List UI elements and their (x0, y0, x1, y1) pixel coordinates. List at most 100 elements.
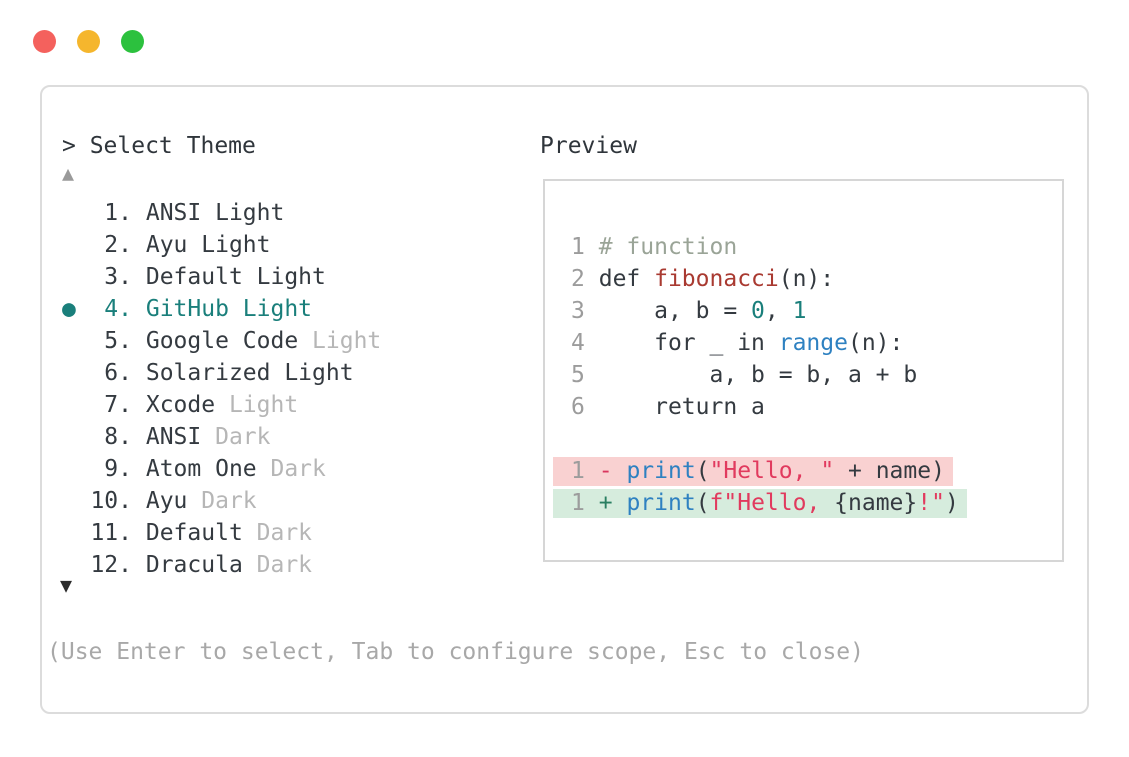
code-token: ( (695, 490, 710, 516)
theme-name: Dracula (145, 552, 243, 578)
theme-name-spacer (132, 360, 146, 386)
theme-name-spacer (132, 392, 146, 418)
theme-suffix: Dark (242, 520, 313, 546)
code-token: + name) (834, 458, 945, 484)
theme-name: Atom One (145, 456, 257, 482)
theme-name: ANSI Light (145, 200, 285, 226)
code-token: !" (917, 490, 945, 516)
code-token: {name} (834, 490, 918, 516)
zoom-button[interactable] (121, 30, 144, 53)
code-token: (n): (778, 266, 835, 292)
code-line: 6 return a (545, 391, 1062, 423)
theme-name-spacer (132, 488, 146, 514)
line-number: 1 (571, 234, 585, 260)
theme-suffix: Dark (187, 488, 257, 514)
code-line: 2 def fibonacci(n): (545, 263, 1062, 295)
theme-list-item[interactable]: 12. Dracula Dark (62, 549, 381, 581)
theme-number: 7. (104, 392, 132, 418)
code-token: range (778, 330, 848, 356)
line-number: 5 (571, 362, 585, 388)
code-token: # function (598, 234, 738, 260)
line-number: 3 (571, 298, 585, 324)
code-line: 4 for _ in range(n): (545, 327, 1062, 359)
theme-name: Ayu (145, 488, 188, 514)
theme-list-item[interactable]: 3. Default Light (62, 261, 381, 293)
preview-label: Preview (540, 133, 637, 159)
theme-list-item[interactable]: ● 4. GitHub Light (62, 293, 381, 325)
code-token: "Hello, " (709, 458, 835, 484)
code-line-content: 2 def fibonacci(n): (553, 265, 842, 294)
theme-name: ANSI (145, 424, 202, 450)
theme-name-spacer (132, 264, 146, 290)
line-number: 1 (571, 490, 585, 516)
theme-name: Solarized Light (145, 360, 354, 386)
theme-name-spacer (132, 328, 146, 354)
code-token: a, b = b, a + b (598, 362, 918, 388)
code-token: a, b = (598, 298, 752, 324)
theme-number: 8. (104, 424, 132, 450)
theme-list-item[interactable]: 2. Ayu Light (62, 229, 381, 261)
code-line: 1 # function (545, 231, 1062, 263)
theme-name-spacer (132, 456, 146, 482)
code-token: (n): (847, 330, 904, 356)
code-line-content: 1 # function (553, 233, 745, 262)
theme-number: 6. (104, 360, 132, 386)
code-line-content (553, 425, 593, 454)
code-line-content: 1 + print(f"Hello, {name}!") (553, 489, 967, 518)
theme-number: 1. (104, 200, 132, 226)
code-line: 5 a, b = b, a + b (545, 359, 1062, 391)
theme-name-spacer (132, 424, 146, 450)
theme-list-item[interactable]: 6. Solarized Light (62, 357, 381, 389)
window-controls (33, 30, 144, 53)
code-line: 1 + print(f"Hello, {name}!") (545, 487, 1062, 519)
scroll-down-icon[interactable]: ▼ (60, 573, 73, 597)
theme-list-item[interactable]: 10. Ayu Dark (62, 485, 381, 517)
theme-name: GitHub Light (145, 296, 313, 322)
theme-suffix: Dark (242, 552, 313, 578)
theme-name-spacer (132, 200, 146, 226)
code-line: 1 - print("Hello, " + name) (545, 455, 1062, 487)
theme-name-spacer (132, 296, 146, 322)
line-number: 6 (571, 394, 585, 420)
code-line-content: 5 a, b = b, a + b (553, 361, 925, 390)
scroll-up-icon[interactable]: ▲ (62, 161, 75, 185)
code-token: ( (695, 458, 710, 484)
theme-number: 3. (104, 264, 132, 290)
theme-list-item[interactable]: 7. Xcode Light (62, 389, 381, 421)
theme-name-spacer (132, 520, 146, 546)
theme-name-spacer (132, 552, 146, 578)
diff-plus-sign: + (598, 490, 613, 516)
code-token: def (598, 266, 655, 292)
code-token: for _ in (598, 330, 779, 356)
code-token: f"Hello, (709, 490, 835, 516)
theme-number: 5. (104, 328, 132, 354)
minimize-button[interactable] (77, 30, 100, 53)
code-line: 3 a, b = 0, 1 (545, 295, 1062, 327)
theme-suffix: Dark (256, 456, 326, 482)
theme-number: 2. (104, 232, 132, 258)
theme-name: Ayu Light (145, 232, 271, 258)
theme-list-item[interactable]: 1. ANSI Light (62, 197, 381, 229)
diff-minus-sign: - (598, 458, 613, 484)
theme-number: 10. (90, 488, 132, 514)
selected-bullet: ● (62, 296, 76, 322)
theme-list-item[interactable]: 11. Default Dark (62, 517, 381, 549)
theme-list-item[interactable]: 9. Atom One Dark (62, 453, 381, 485)
code-line (545, 423, 1062, 455)
theme-number: 11. (90, 520, 132, 546)
close-button[interactable] (33, 30, 56, 53)
theme-name: Google Code (145, 328, 299, 354)
help-text: (Use Enter to select, Tab to configure s… (47, 639, 864, 665)
code-token: print (626, 490, 696, 516)
dialog-title: > Select Theme (62, 133, 256, 159)
theme-list-item[interactable]: 8. ANSI Dark (62, 421, 381, 453)
code-token: return a (598, 394, 765, 420)
theme-list-item[interactable]: 5. Google Code Light (62, 325, 381, 357)
theme-number: 4. (104, 296, 132, 322)
code-line-content: 6 return a (553, 393, 773, 422)
theme-name: Xcode (145, 392, 216, 418)
theme-name: Default Light (145, 264, 326, 290)
code-token: ) (944, 490, 959, 516)
